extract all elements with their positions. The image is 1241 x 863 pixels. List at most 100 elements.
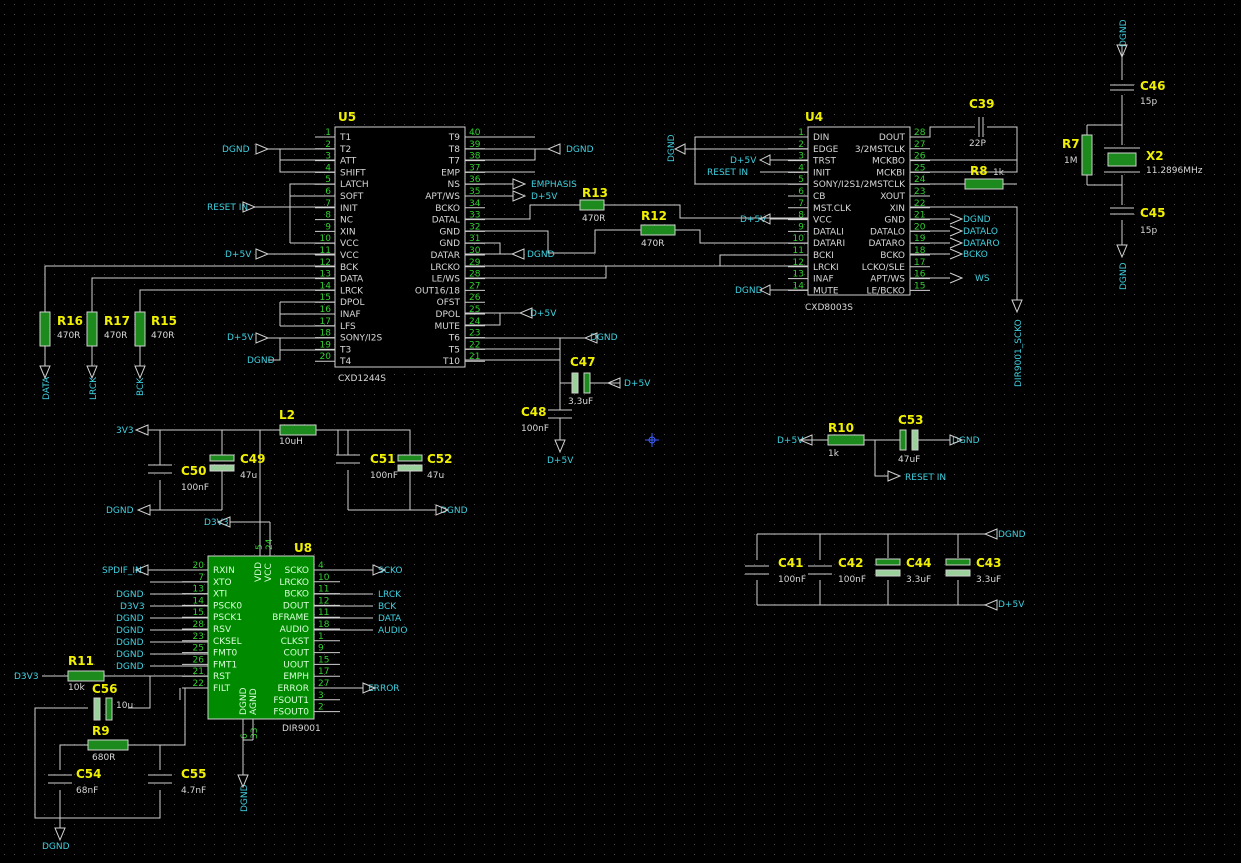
pin-name: XTI: [213, 590, 227, 600]
net-reset-in: RESET IN: [905, 473, 946, 483]
pin-name: LRCKO: [430, 263, 460, 273]
net-dgnd: DGND: [240, 784, 250, 812]
pin-number: 7: [325, 199, 331, 209]
pin-number: 4: [798, 163, 804, 173]
pin-name: RST: [213, 672, 231, 682]
pin-number: 16: [320, 305, 332, 315]
pin-number: 8: [325, 211, 331, 221]
pin-number: 28: [469, 270, 481, 280]
l2-ref: L2: [279, 408, 295, 422]
net-ws: WS: [975, 274, 990, 284]
pin-number: 3: [318, 691, 324, 701]
pin-name: CLKST: [281, 637, 310, 647]
pin-name: LFS: [340, 322, 356, 332]
pin-number: 14: [793, 281, 805, 291]
pin-name: TRST: [812, 157, 836, 167]
net-scko: SCKO: [378, 566, 403, 576]
r9-value: 680R: [92, 753, 115, 763]
pin-name: LCKO/SLE: [862, 263, 906, 273]
l2-value: 10uH: [279, 437, 303, 447]
pin-number: 25: [469, 305, 480, 315]
c42-value: 100nF: [838, 575, 866, 585]
pin-name: BCKO: [880, 251, 905, 261]
pin-name: T10: [442, 357, 460, 367]
net-dgnd: DGND: [667, 134, 677, 162]
c44-value: 3.3uF: [906, 575, 931, 585]
c47-value: 3.3uF: [568, 397, 593, 407]
net-dgnd: DGND: [222, 145, 250, 155]
pin-name: DOUT: [879, 133, 906, 143]
pin-name: ATT: [340, 157, 357, 167]
pin-number: 15: [193, 608, 204, 618]
pin-name: SONY/I2S: [813, 180, 855, 190]
pin-name: AUDIO: [280, 625, 309, 635]
pin-number: 5: [325, 175, 331, 185]
c56-ref: C56: [92, 682, 118, 696]
r17-ref: R17: [104, 314, 130, 328]
inductor-l2[interactable]: L2 10uH: [279, 408, 317, 447]
pin-name: LRCKI: [813, 263, 839, 273]
net-dgnd: DGND: [116, 614, 144, 624]
pin-name: MUTE: [434, 322, 460, 332]
pin-number: 1: [325, 128, 331, 138]
pin-name: T7: [448, 157, 460, 167]
pin-name: LE/WS: [432, 275, 461, 285]
pin-name: FILT: [213, 684, 231, 694]
pin-number: 37: [469, 163, 480, 173]
pin-name: T3: [339, 345, 351, 355]
net-dgnd: DGND: [1119, 19, 1129, 47]
r16-ref: R16: [57, 314, 83, 328]
pin-number: 25: [193, 644, 204, 654]
pin-name: ERROR: [277, 684, 309, 694]
pin-name: BCKI: [813, 251, 834, 261]
pin-name: GND: [439, 227, 460, 237]
net-d5v: D+5V: [624, 379, 651, 389]
c39-ref: C39: [969, 97, 995, 111]
pin-name: VCC: [264, 563, 274, 582]
pin-number: 19: [320, 340, 332, 350]
net-d5v: D+5V: [547, 456, 574, 466]
c53-ref: C53: [898, 413, 924, 427]
pin-number: 26: [193, 655, 205, 665]
pin-name: 1/2MSTCLK: [855, 180, 906, 190]
pin-number: 30: [469, 246, 481, 256]
pin-name: SOFT: [340, 192, 364, 202]
pin-number: 18: [318, 620, 330, 630]
pin-number: 21: [914, 211, 925, 221]
pin-name: LRCK: [340, 286, 364, 296]
net-dgnd: DGND: [116, 662, 144, 672]
pin-number: 11: [318, 585, 329, 595]
